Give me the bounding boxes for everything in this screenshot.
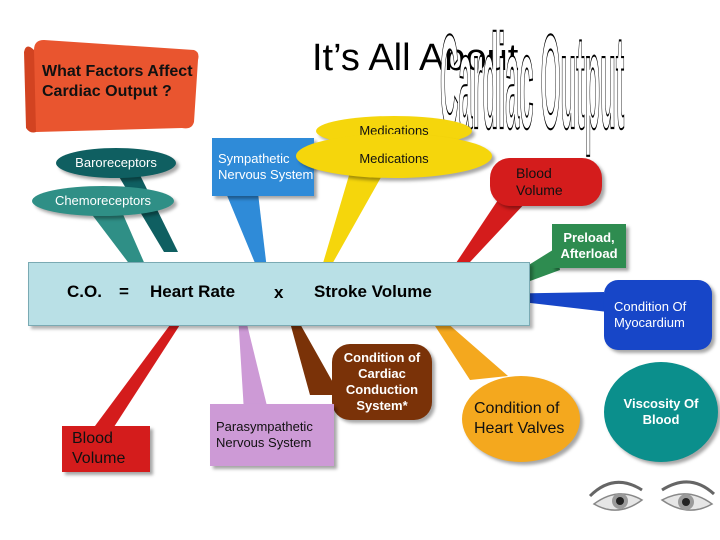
medications-main-pointer	[318, 172, 384, 282]
equation-bar	[28, 262, 530, 326]
question-text: What Factors Affect Cardiac Output ?	[42, 63, 193, 100]
eyes-image	[588, 480, 716, 511]
question-scroll-shape	[24, 40, 199, 133]
equation-equals: =	[119, 282, 129, 301]
equation-co: C.O.	[67, 282, 102, 301]
left-eye-icon	[588, 480, 644, 511]
chemoreceptors-callout: Chemoreceptors	[32, 186, 174, 216]
equation-heart-rate: Heart Rate	[150, 282, 236, 301]
chemoreceptors-label: Chemoreceptors	[54, 193, 152, 208]
valves-pointer	[426, 308, 508, 380]
blood-volume-bottom-pointer	[92, 298, 196, 430]
equation-stroke-volume: Stroke Volume	[314, 282, 432, 301]
preload-afterload-callout: Preload, Afterload	[552, 224, 626, 268]
heart-valves-callout: Condition of Heart Valves	[462, 376, 580, 462]
sympathetic-callout: Sympathetic Nervous System	[212, 138, 314, 196]
cardiac-output-banner: Cardiac Output	[440, 8, 625, 158]
conduction-callout: Condition of Cardiac Conduction System*	[332, 344, 432, 420]
preload-afterload-label: Preload, Afterload	[560, 230, 618, 261]
page-title: It’s All About	[312, 37, 519, 79]
blood-volume-bottom-label: Blood Volume	[72, 430, 126, 467]
viscosity-callout: Viscosity Of Blood	[604, 362, 718, 462]
right-eye-icon	[660, 480, 716, 511]
parasympathetic-callout: Parasympathetic Nervous System	[210, 404, 334, 466]
myocardium-callout: Condition Of Myocardium	[604, 280, 712, 350]
chemoreceptors-pointer	[90, 212, 150, 278]
sympathetic-label: Sympathetic Nervous System	[218, 151, 314, 182]
parasympathetic-pointer	[238, 312, 268, 412]
equation-times: x	[274, 283, 284, 302]
blood-volume-bottom-callout: Blood Volume	[62, 426, 150, 472]
medications-main-label: Medications	[359, 151, 429, 166]
conduction-label: Condition of Cardiac Conduction System*	[343, 350, 421, 413]
parasympathetic-label: Parasympathetic Nervous System	[216, 419, 313, 450]
blood-volume-top-label: Blood Volume	[516, 165, 563, 198]
heart-valves-label: Condition of Heart Valves	[474, 400, 565, 437]
blood-volume-top-callout: Blood Volume	[490, 158, 602, 206]
myocardium-label: Condition Of Myocardium	[614, 299, 687, 330]
sympathetic-pointer	[226, 193, 268, 280]
baroreceptors-callout: Baroreceptors	[56, 148, 176, 178]
medications-main-callout: Medications	[296, 134, 492, 178]
baroreceptors-label: Baroreceptors	[75, 155, 157, 170]
viscosity-label: Viscosity Of Blood	[623, 396, 699, 427]
conduction-pointer	[286, 306, 340, 395]
banner-text: Cardiac Output	[440, 9, 624, 158]
